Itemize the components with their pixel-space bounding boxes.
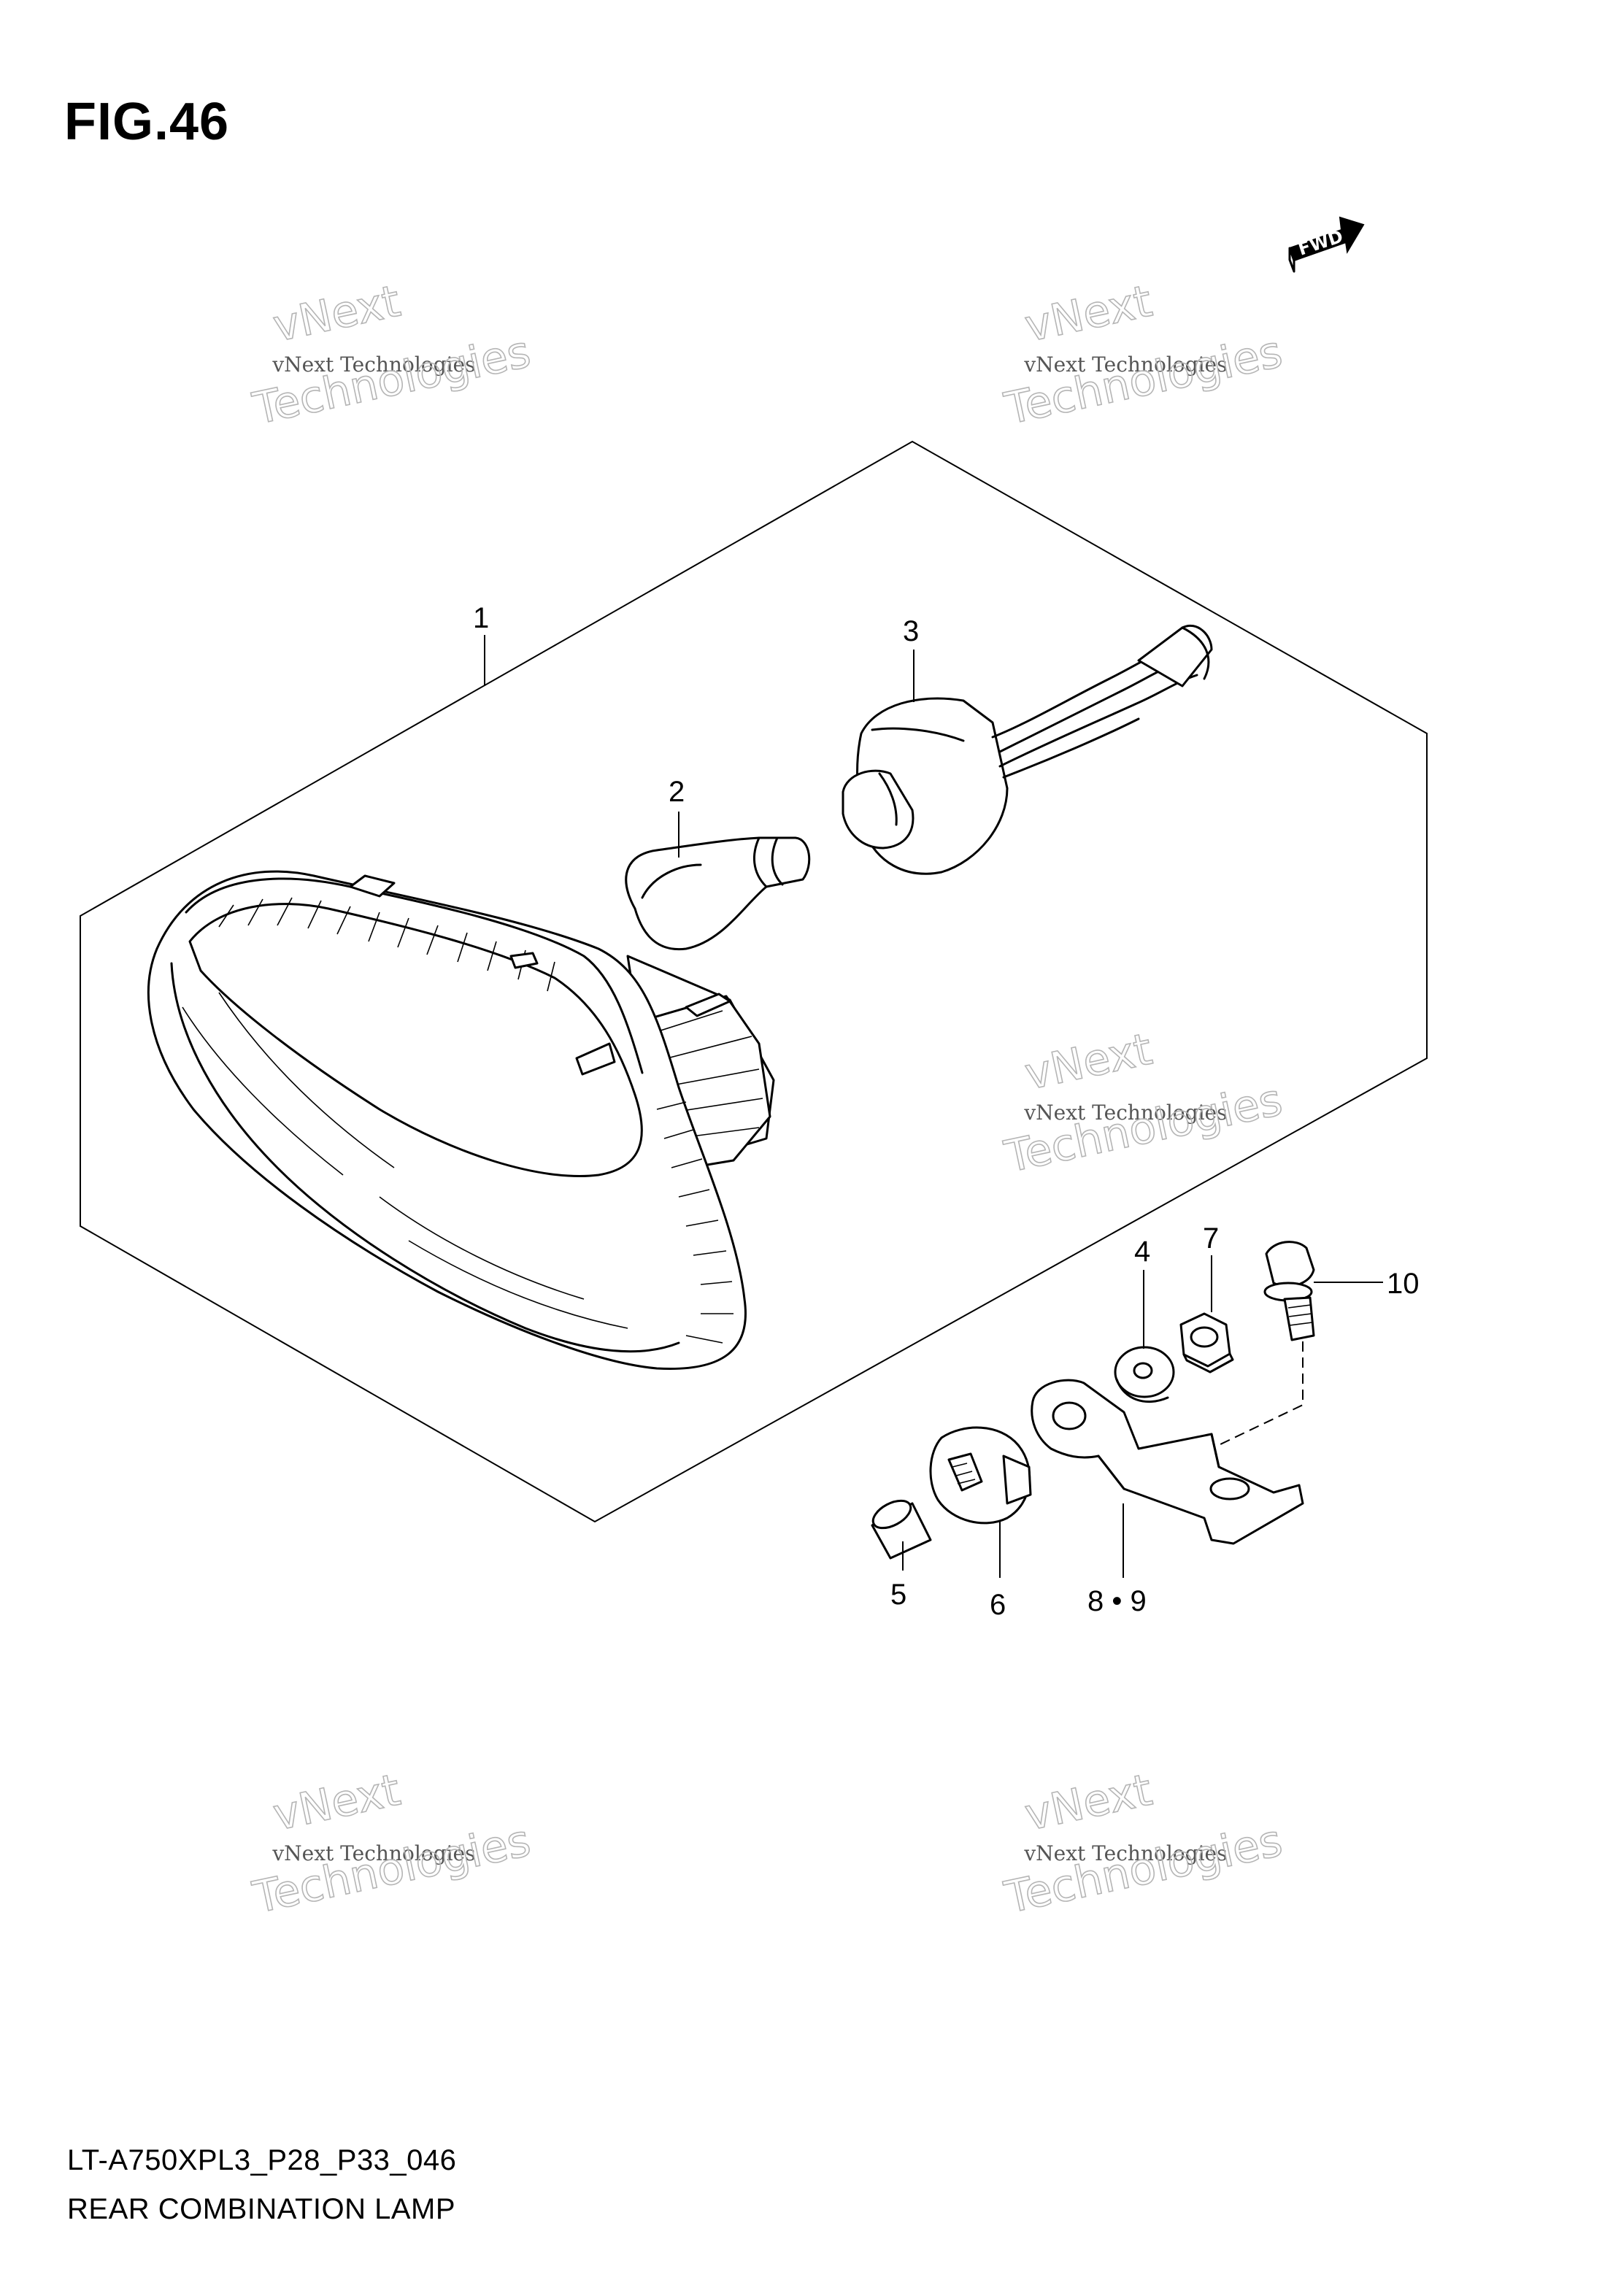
watermark: vNext vNext Technologies Technologies [999,1023,1287,1184]
bulb-part [625,836,811,951]
collar-part [871,1499,932,1560]
svg-text:vNext Technologies: vNext Technologies [1023,1841,1227,1865]
callout-8-9: 8 • 9 [1087,1585,1147,1617]
callout-labels: 1 2 3 4 5 6 7 8 • 9 10 [473,602,1420,1621]
callout-5: 5 [890,1579,906,1611]
svg-text:vNext Technologies: vNext Technologies [272,1841,475,1865]
svg-text:vNext Technologies: vNext Technologies [1023,353,1227,377]
watermark: vNext vNext Technologies Technologies [247,275,535,436]
callout-7: 7 [1203,1222,1219,1255]
svg-text:vNext Technologies: vNext Technologies [272,353,475,377]
svg-text:vNext: vNext [1020,1765,1156,1841]
callout-6: 6 [990,1589,1006,1621]
leader-lines [484,635,1383,1578]
callout-10: 10 [1387,1268,1420,1300]
watermark: vNext vNext Technologies Technologies [247,1764,535,1925]
callout-1: 1 [473,602,489,634]
bracket-part [1031,1379,1304,1545]
nut-part [1179,1312,1234,1374]
svg-text:vNext: vNext [1020,1024,1156,1101]
lamp-housing-part [147,870,775,1371]
svg-text:vNext: vNext [269,276,404,353]
svg-text:vNext: vNext [1020,276,1156,353]
fwd-arrow-icon: FWD [1288,216,1365,273]
washer-part [1114,1346,1175,1403]
callout-3: 3 [903,615,919,647]
assembly-outline [80,440,1428,1523]
callout-4: 4 [1134,1236,1150,1268]
svg-text:vNext: vNext [269,1765,404,1841]
bolt-part [1263,1241,1315,1341]
svg-text:vNext Technologies: vNext Technologies [1023,1101,1227,1125]
figure-title: FIG.46 [64,93,230,151]
assembly-name: REAR COMBINATION LAMP [67,2193,456,2225]
watermark: vNext vNext Technologies Technologies [999,275,1287,436]
watermark: vNext vNext Technologies Technologies [999,1764,1287,1925]
socket-part [842,624,1213,875]
callout-2: 2 [669,776,685,808]
diagram-code: LT-A750XPL3_P28_P33_046 [67,2144,457,2176]
grommet-part [929,1426,1032,1525]
fwd-label: FWD [1295,226,1345,260]
